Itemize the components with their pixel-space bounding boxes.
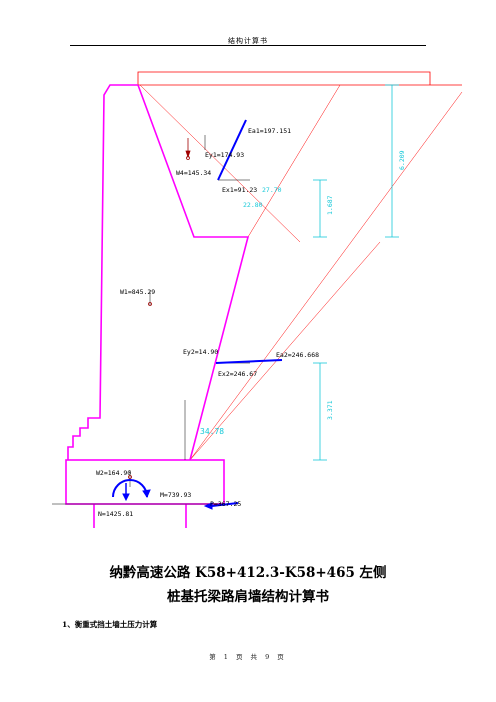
label-w1: W1=845.29	[120, 288, 155, 296]
label-angle-2: 22.80	[243, 201, 263, 209]
reference-lines	[52, 135, 250, 505]
section-heading: 1、衡重式挡土墙土压力计算	[62, 620, 158, 629]
weight-markers	[128, 138, 191, 479]
label-p: P=367.25	[210, 500, 241, 508]
soil-boundary	[137, 71, 463, 461]
label-ex2: Ex2=246.67	[218, 370, 257, 378]
document-title-line-1: 纳黔高速公路 K58+412.3-K58+465 左侧	[109, 565, 387, 581]
label-ex1: Ex1=91.23	[222, 186, 257, 194]
dimension-low: 3.371	[326, 400, 334, 420]
label-ea2: Ea2=246.668	[276, 351, 319, 359]
document-title-line-2: 桩基托梁路肩墙结构计算书	[167, 589, 329, 605]
dimension-top: 6.209	[398, 150, 406, 170]
label-ea1: Ea1=197.151	[248, 127, 291, 135]
wall-outline	[65, 84, 250, 528]
label-ey1: Ey1=174.93	[205, 151, 244, 159]
force-arrows	[112, 119, 283, 510]
page-header: 结构计算书	[228, 37, 268, 45]
label-angle-1: 27.70	[262, 186, 282, 194]
label-angle-3: 34.78	[200, 427, 224, 436]
header-rule	[70, 45, 426, 46]
label-ey2: Ey2=14.90	[183, 348, 218, 356]
label-n: N=1425.81	[98, 510, 133, 518]
page-footer: 第 1 页 共 9 页	[209, 653, 287, 661]
dimension-mid: 1.687	[326, 195, 334, 215]
label-w4: W4=145.34	[176, 169, 211, 177]
label-m: M=739.93	[160, 491, 191, 499]
dimension-lines	[313, 84, 399, 461]
label-w2: W2=164.90	[96, 469, 131, 477]
retaining-wall-drawing: Ea1=197.151 Ey1=174.93 W4=145.34 Ex1=91.…	[52, 71, 463, 528]
